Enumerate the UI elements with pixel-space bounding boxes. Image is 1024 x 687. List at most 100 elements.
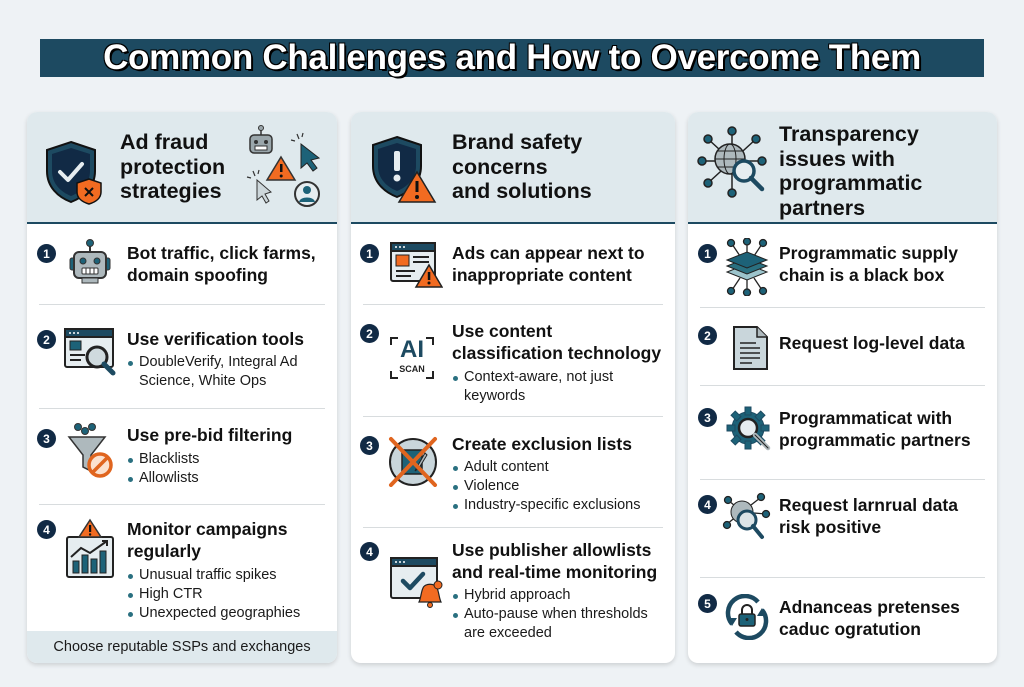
column-title-line: protection: [120, 154, 226, 179]
list-item: 3 Use pre-bid filtering Blacklists Allow…: [27, 409, 337, 505]
document-icon: [733, 326, 768, 370]
item-title-line: programmatic partners: [779, 429, 971, 450]
column-header: Brand safety concerns and solutions: [351, 112, 675, 224]
bullet-list: Adult content Violence Industry-specific…: [452, 458, 641, 515]
bullet-item: Context-aware, not just keywords: [452, 368, 657, 406]
node-search-icon: [722, 492, 771, 539]
item-title: Ads can appear next to inappropriate con…: [452, 243, 645, 286]
browser-magnifier-icon: [64, 328, 116, 376]
robot-icon: [249, 125, 273, 154]
column-title-line: and solutions: [452, 179, 592, 203]
bullet-list: DoubleVerify, Integral Ad Science, White…: [127, 353, 327, 391]
item-title: Request log-level data: [779, 333, 965, 355]
column-ad-fraud: Ad fraud protection strategies: [27, 112, 337, 663]
scan-frame-icon: [390, 337, 434, 379]
item-title-line: inappropriate content: [452, 264, 632, 285]
divider: [700, 577, 985, 578]
item-title-line: Bot traffic, click farms,: [127, 243, 316, 263]
item-title: Adnanceas pretenses caduc ogratution: [779, 597, 960, 640]
divider: [700, 307, 985, 308]
item-title-line: Use pre-bid filtering: [127, 425, 293, 445]
column-title-line: Ad fraud: [120, 130, 209, 154]
page-title: Common Challenges and How to Overcome Th…: [103, 38, 921, 77]
ai-scan-icon: AI SCAN: [389, 335, 435, 381]
shield-alert-icon: [372, 135, 437, 203]
bullet-item: Adult content: [452, 458, 641, 477]
item-title-line: Ads can appear next to: [452, 243, 645, 263]
item-title: Create exclusion lists: [452, 434, 632, 456]
gear-search-icon: [726, 406, 771, 451]
bullet-list: Unusual traffic spikes High CTR Unexpect…: [127, 566, 300, 623]
step-number: 2: [360, 324, 379, 343]
bullet-item: Auto-pause when thresholds are exceeded: [452, 605, 667, 643]
browser-check-bell-icon: [390, 557, 443, 608]
funnel-block-icon: [67, 423, 113, 478]
item-title-line: risk positive: [779, 516, 882, 537]
bullet-list: Context-aware, not just keywords: [452, 368, 657, 406]
bullet-item: High CTR: [127, 585, 300, 604]
bullet-item: Allowlists: [127, 469, 199, 488]
item-title: Bot traffic, click farms, domain spoofin…: [127, 243, 316, 286]
warning-triangle-icon: [265, 155, 297, 181]
item-title-line: and real-time monitoring: [452, 561, 658, 582]
divider: [700, 385, 985, 386]
ai-scan-small-text: SCAN: [399, 364, 425, 374]
column-title-line: issues with: [779, 146, 895, 171]
column-brand-safety: Brand safety concerns and solutions 1 Ad…: [351, 112, 675, 663]
column-title-line: Brand safety: [452, 130, 583, 154]
item-title-line: domain spoofing: [127, 264, 268, 285]
item-title-line: regularly: [127, 540, 201, 561]
step-number: 1: [360, 244, 379, 263]
refresh-lock-icon: [725, 594, 769, 640]
bullet-item: Unusual traffic spikes: [127, 566, 300, 585]
item-title: Programmatic supply chain is a black box: [779, 243, 958, 286]
bullet-item: Blacklists: [127, 450, 199, 469]
cursor-click-icon: [290, 132, 321, 172]
bullet-list: Blacklists Allowlists: [127, 450, 199, 488]
step-number: 1: [37, 244, 56, 263]
item-title-line: Programmaticat with: [779, 408, 953, 428]
shield-check-icon: [46, 140, 102, 205]
column-title-line: concerns: [452, 154, 548, 179]
column-title-line: programmatic: [779, 171, 923, 195]
step-number: 2: [37, 330, 56, 349]
item-title: Use pre-bid filtering: [127, 425, 292, 447]
item-title: Programmaticat with programmatic partner…: [779, 408, 971, 451]
bullet-item: Industry-specific exclusions: [452, 496, 641, 515]
list-item: 1 Bot traffic, click farms, domain spoof…: [27, 224, 337, 305]
robot-icon: [69, 239, 111, 284]
list-item: 3 Programmaticat with programmatic partn…: [688, 386, 997, 480]
list-item: 4 Request larnrual data risk positive: [688, 480, 997, 578]
bullet-item: Hybrid approach: [452, 586, 667, 605]
layers-network-icon: [725, 238, 769, 296]
webpage-warning-icon: [390, 242, 443, 288]
column-header: Transparency issues with programmatic pa…: [688, 112, 997, 224]
column-title-line: Transparency: [779, 122, 919, 146]
step-number: 5: [698, 594, 717, 613]
title-banner: Common Challenges and How to Overcome Th…: [40, 38, 984, 77]
bullet-item: DoubleVerify, Integral Ad Science, White…: [127, 353, 327, 391]
item-title-line: Monitor campaigns: [127, 519, 288, 539]
divider: [363, 527, 663, 528]
user-icon: [294, 181, 320, 207]
divider: [39, 304, 325, 305]
cursor-icon: [246, 169, 272, 204]
column-title: Transparency issues with programmatic pa…: [779, 122, 922, 220]
item-title-line: caduc ogratution: [779, 618, 921, 639]
column-title-line: strategies: [120, 179, 222, 203]
bullet-list: Hybrid approach Auto-pause when threshol…: [452, 586, 667, 643]
item-title: Use verification tools: [127, 329, 304, 351]
column-title-line: partners: [779, 195, 866, 220]
item-title: Use content classification technology: [452, 321, 661, 364]
step-number: 4: [360, 542, 379, 561]
list-item: 1 Programmatic supply chain is a black b…: [688, 224, 997, 308]
item-title-line: Use publisher allowlists: [452, 540, 652, 560]
column-footer-note: Choose reputable SSPs and exchanges: [27, 631, 337, 663]
item-title-line: Use content: [452, 321, 553, 341]
list-item: 3 Create exclusion lists Adult content V…: [351, 417, 675, 528]
step-number: 3: [698, 408, 717, 427]
bullet-item: Violence: [452, 477, 641, 496]
step-number: 3: [37, 429, 56, 448]
item-title-line: Programmatic supply: [779, 243, 958, 263]
column-transparency: Transparency issues with programmatic pa…: [688, 112, 997, 663]
